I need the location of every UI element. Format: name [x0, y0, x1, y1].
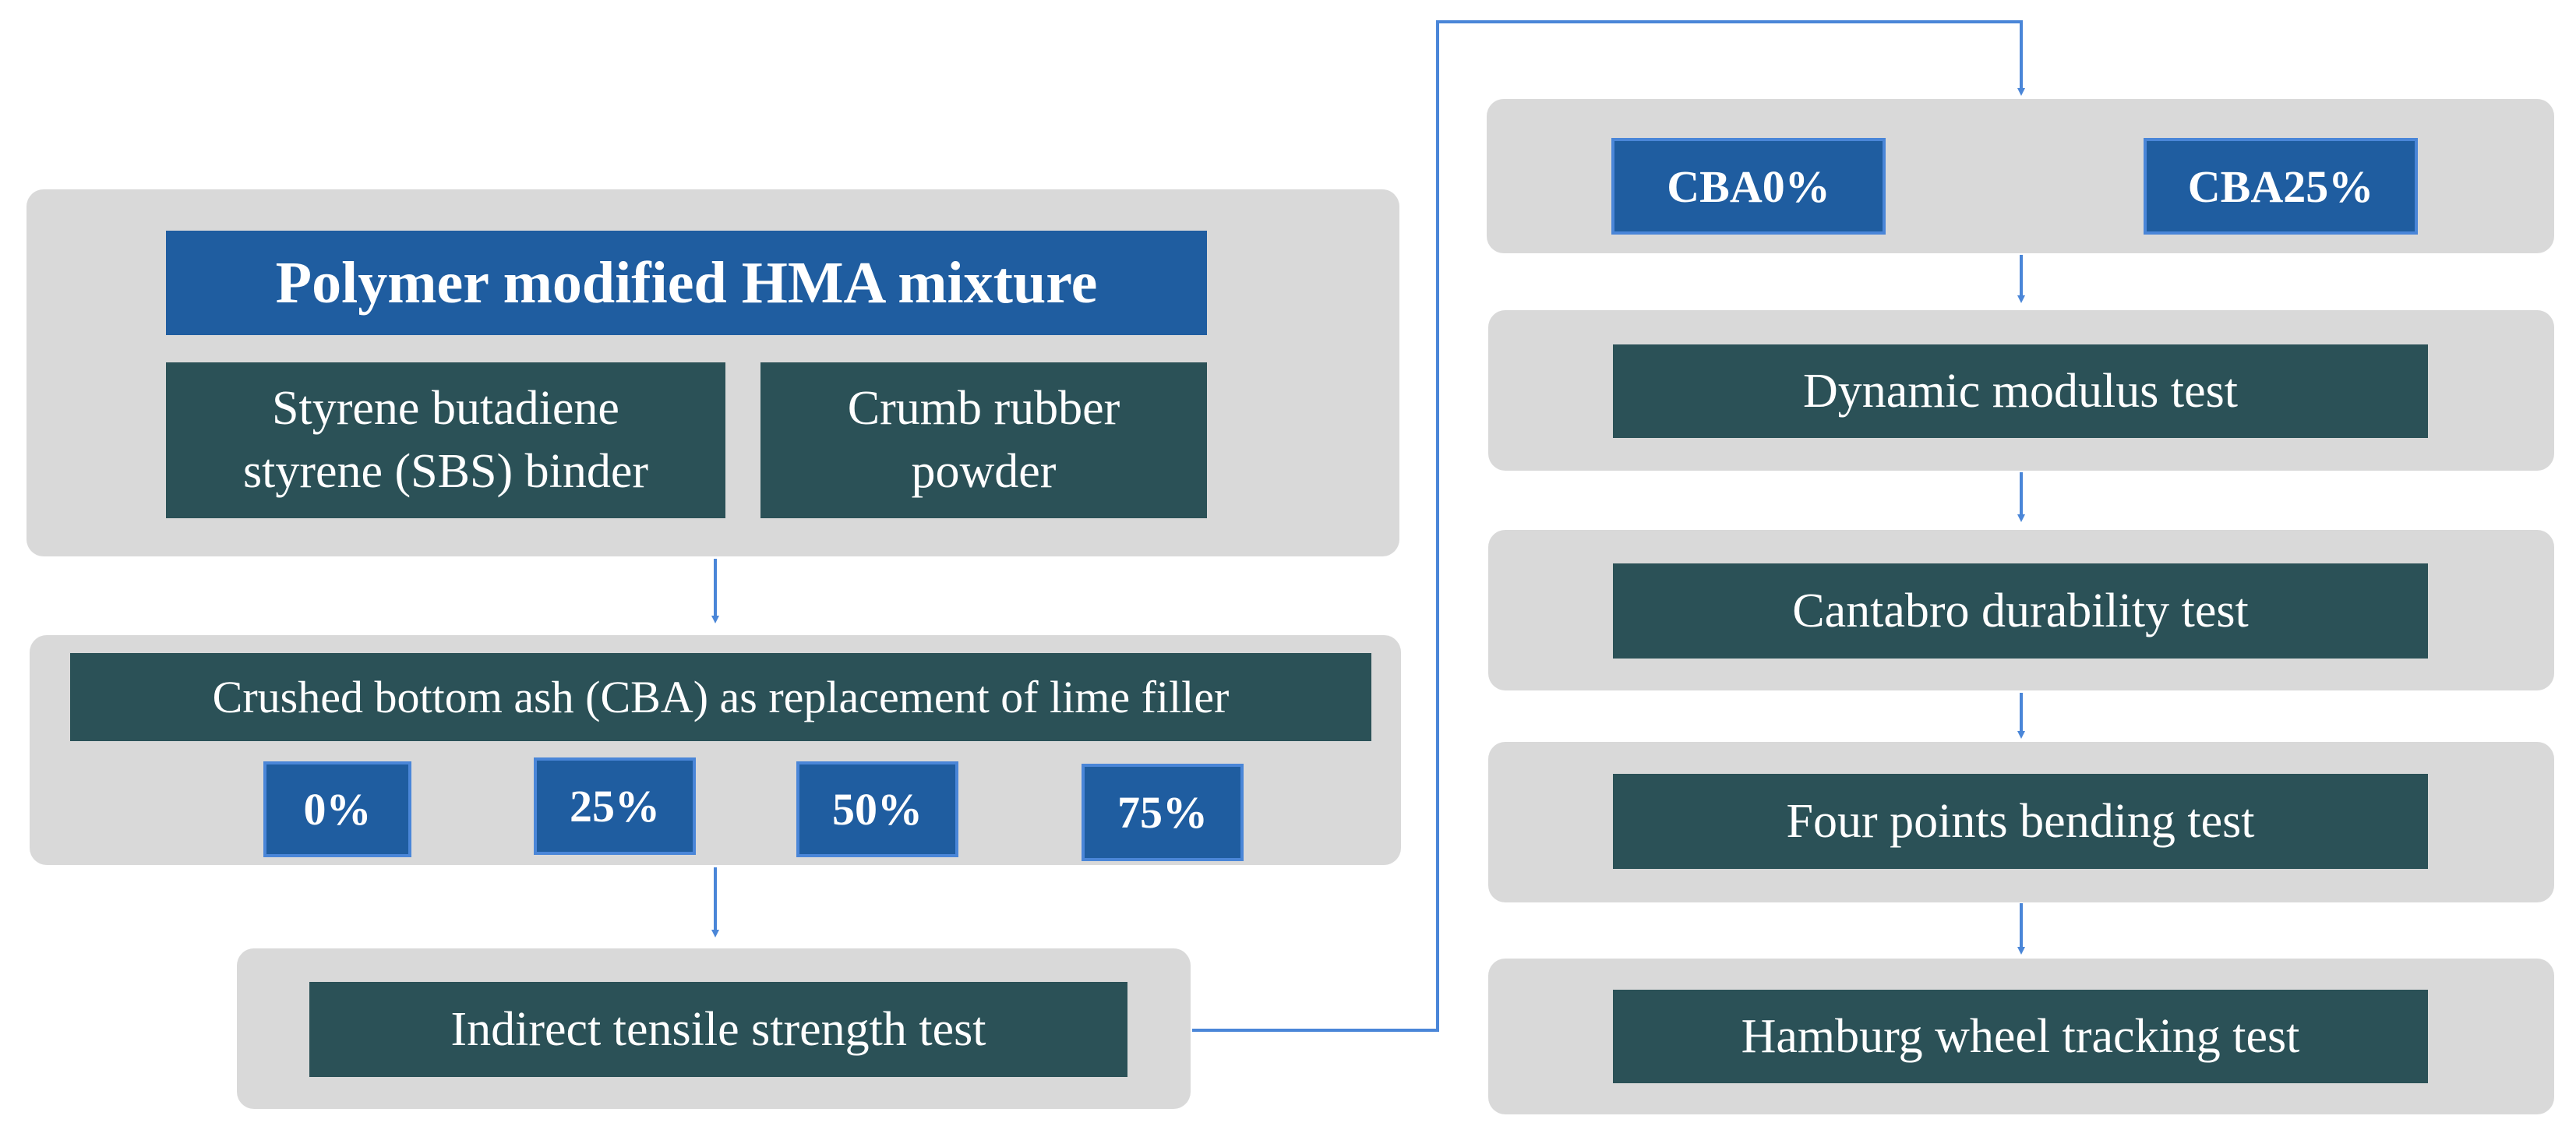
cantabro-box: Cantabro durability test [1613, 563, 2428, 659]
cba-percent-50: 50% [796, 761, 958, 857]
cba-percent-0: 0% [263, 761, 411, 857]
dynamic-modulus-box: Dynamic modulus test [1613, 344, 2428, 438]
cba25-box: CBA25% [2144, 138, 2418, 235]
itst-box: Indirect tensile strength test [309, 982, 1127, 1077]
cba-percent-25: 25% [534, 757, 696, 855]
cba-percent-75: 75% [1082, 764, 1244, 861]
arrow-itst-to-selected [1192, 20, 2025, 1032]
four-point-bending-box: Four points bending test [1613, 774, 2428, 869]
cba-label-box: Crushed bottom ash (CBA) as replacement … [70, 653, 1371, 741]
cba0-box: CBA0% [1611, 138, 1886, 235]
sbs-binder-box: Styrene butadiene styrene (SBS) binder [166, 362, 725, 518]
hamburg-box: Hamburg wheel tracking test [1613, 990, 2428, 1083]
crumb-rubber-box: Crumb rubber powder [760, 362, 1207, 518]
group1-title: Polymer modified HMA mixture [166, 231, 1207, 335]
